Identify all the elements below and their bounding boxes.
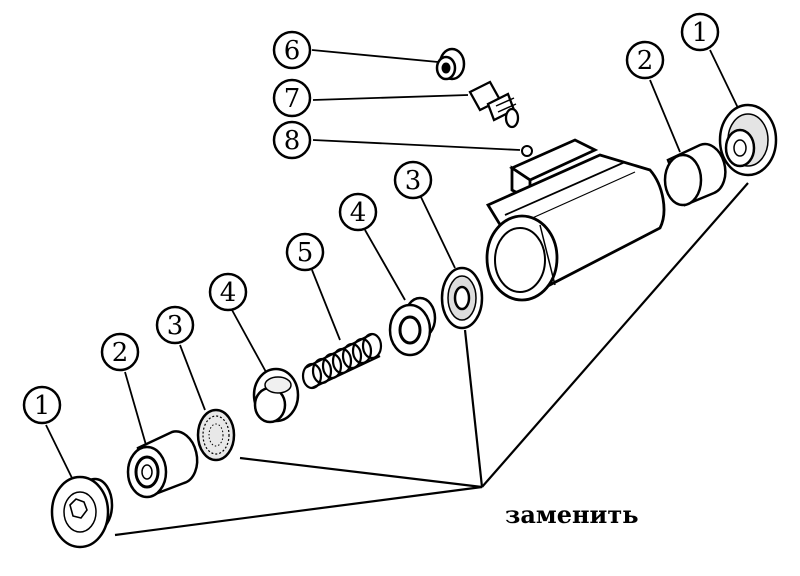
svg-text:3: 3 bbox=[167, 311, 184, 341]
part-spring-cup-right bbox=[388, 296, 437, 357]
svg-text:2: 2 bbox=[112, 338, 129, 368]
part-steel-ball bbox=[521, 145, 533, 157]
callout-3-left: 3 bbox=[155, 305, 195, 345]
callout-1-right: 1 bbox=[680, 12, 720, 52]
part-spring bbox=[301, 332, 383, 390]
callout-1-left: 1 bbox=[22, 385, 62, 425]
callout-4-left: 4 bbox=[208, 272, 248, 312]
callout-8: 8 bbox=[272, 120, 312, 160]
replace-caption: заменить bbox=[505, 500, 639, 529]
svg-text:4: 4 bbox=[220, 278, 237, 308]
callout-2-right: 2 bbox=[625, 40, 665, 80]
svg-text:3: 3 bbox=[405, 166, 422, 196]
svg-text:1: 1 bbox=[692, 18, 709, 48]
svg-text:4: 4 bbox=[350, 198, 367, 228]
callout-2-left: 2 bbox=[100, 332, 140, 372]
svg-text:6: 6 bbox=[284, 36, 301, 66]
part-bleeder-screw bbox=[468, 80, 520, 129]
svg-text:2: 2 bbox=[637, 46, 654, 76]
part-cylinder-body bbox=[485, 138, 666, 302]
svg-text:7: 7 bbox=[284, 84, 301, 114]
svg-text:1: 1 bbox=[34, 391, 51, 421]
callout-7: 7 bbox=[272, 78, 312, 118]
callout-4-right: 4 bbox=[338, 192, 378, 232]
part-bleeder-cap bbox=[435, 47, 466, 81]
part-dust-boot-right bbox=[718, 103, 778, 177]
replace-pointer-lines bbox=[114, 182, 749, 537]
part-piston-right bbox=[663, 142, 727, 207]
callout-6: 6 bbox=[272, 30, 312, 70]
callout-5: 5 bbox=[285, 232, 325, 272]
part-piston-left bbox=[126, 430, 199, 499]
callout-3-right: 3 bbox=[393, 160, 433, 200]
svg-text:5: 5 bbox=[297, 238, 314, 268]
part-seal-cup-right bbox=[440, 266, 484, 330]
part-spring-cup-left bbox=[252, 367, 300, 424]
svg-text:8: 8 bbox=[284, 126, 301, 156]
part-dust-boot-left bbox=[50, 475, 114, 549]
part-seal-cup-left bbox=[196, 408, 236, 462]
callout-leader-lines bbox=[45, 49, 739, 479]
